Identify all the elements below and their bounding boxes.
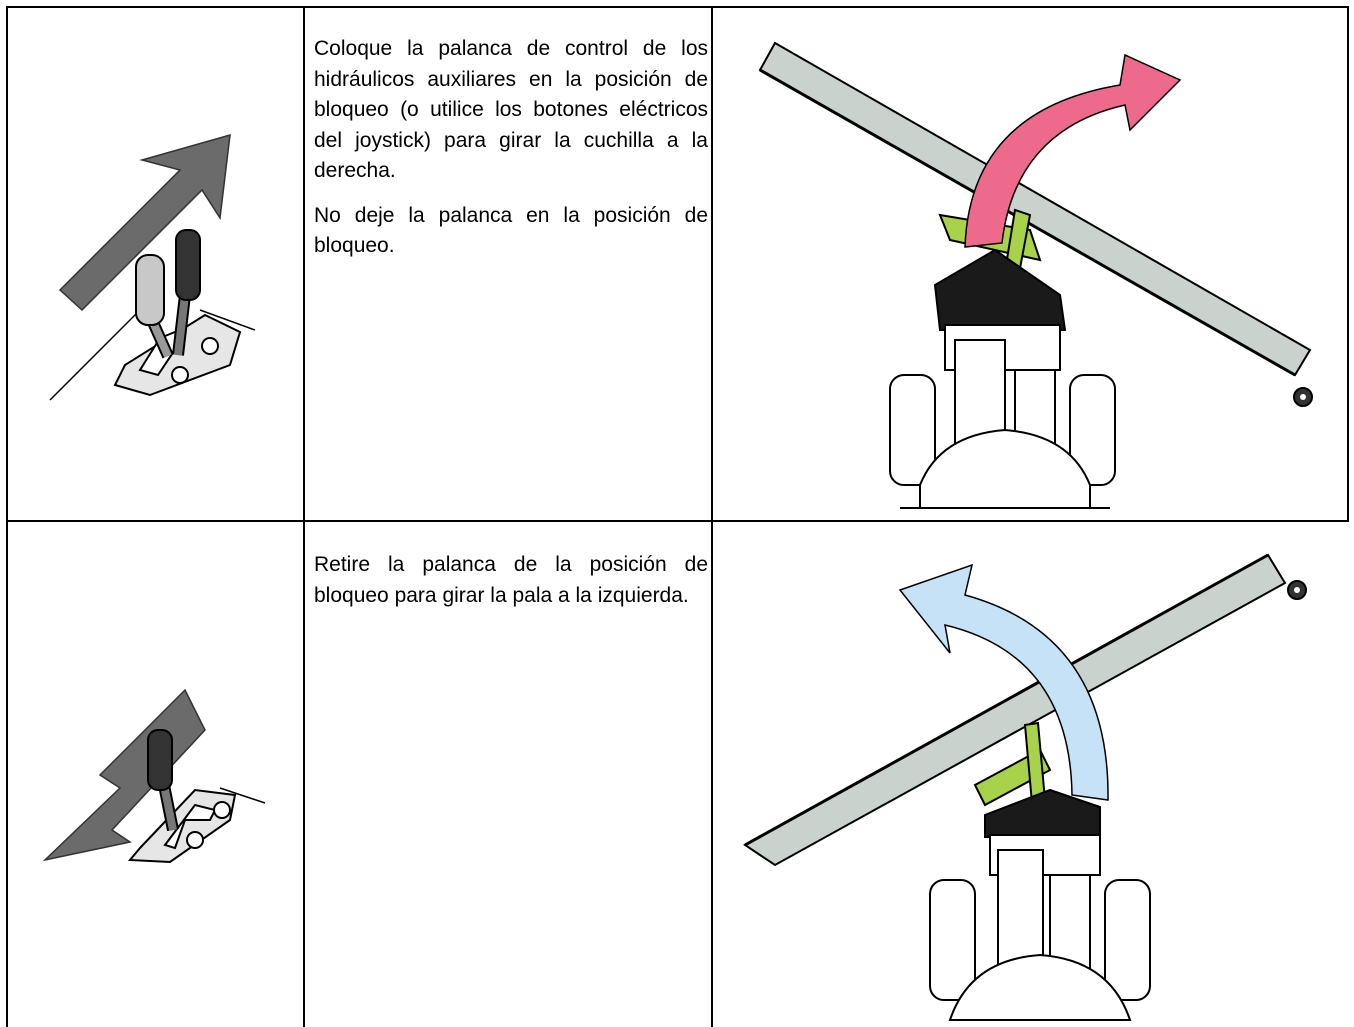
- table-divider-1: [303, 6, 305, 1027]
- lever-lock-forward-arrow-icon: [49, 133, 256, 401]
- lever-release-back-arrow-icon: [42, 688, 266, 864]
- blade-rotate-left-arrow-icon: [743, 553, 1307, 1021]
- blade-rotate-right-arrow-icon: [758, 41, 1313, 509]
- table-divider-2: [711, 6, 713, 1027]
- row2-text: Retire la palanca de la posición de bloq…: [314, 550, 708, 625]
- row1-paragraph-2: No deje la palanca en la posición de blo…: [314, 203, 708, 258]
- row1-text: Coloque la palanca de control de los hid…: [314, 34, 708, 276]
- table-border-left: [6, 6, 8, 1027]
- table-border-right: [1347, 6, 1349, 521]
- table-border-top: [6, 6, 1349, 8]
- row1-paragraph-1: Coloque la palanca de control de los hid…: [314, 37, 708, 182]
- table-border-middle: [6, 520, 1349, 522]
- row2-paragraph-1: Retire la palanca de la posición de bloq…: [314, 553, 708, 607]
